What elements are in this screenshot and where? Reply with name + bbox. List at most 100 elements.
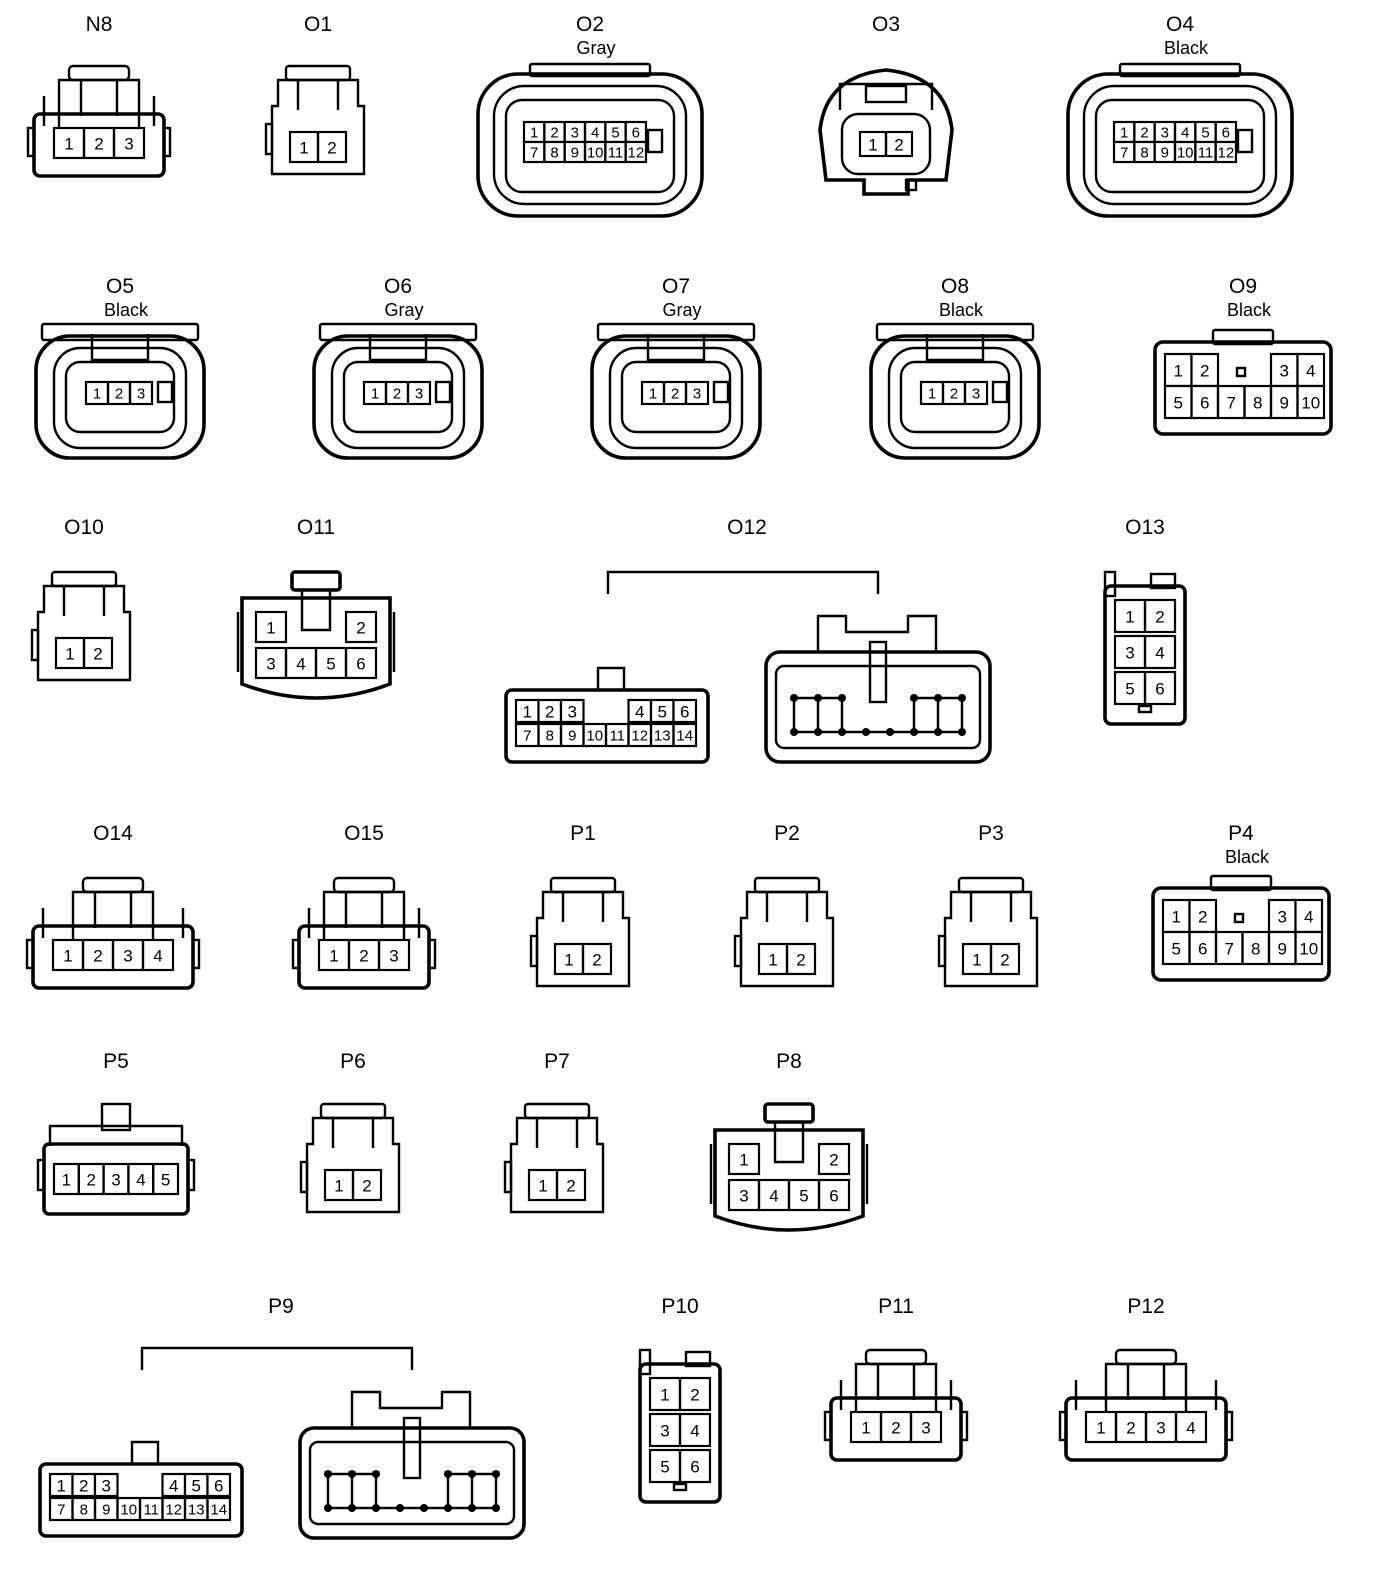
connector-o12-labels: O12 <box>727 516 767 539</box>
pin-number: 7 <box>530 145 538 162</box>
connector-label: P5 <box>103 1050 129 1073</box>
connector-label: O15 <box>344 822 384 845</box>
connector-label: O14 <box>93 822 133 845</box>
pin-number: 10 <box>586 728 603 745</box>
pin-number: 6 <box>1222 125 1230 142</box>
connector-o11-labels: O11 <box>297 516 335 539</box>
pin-number: 2 <box>362 1177 371 1196</box>
pin-number: 2 <box>550 125 558 142</box>
pin-number: 12 <box>631 728 648 745</box>
pin-number: 4 <box>153 947 162 966</box>
connector-p7-labels: P7 <box>544 1050 570 1073</box>
pin-number: 10 <box>1301 394 1320 413</box>
pin-number: 2 <box>894 136 903 155</box>
pin-number: 1 <box>371 386 379 403</box>
pin-number: 7 <box>57 1502 65 1519</box>
pin-number: 6 <box>1198 940 1207 959</box>
pin-number: 12 <box>627 145 644 162</box>
connector-label: P3 <box>978 822 1004 845</box>
connector-o1-labels: O1 <box>304 13 332 36</box>
pin-number: 10 <box>120 1502 137 1519</box>
pin-number: 8 <box>546 728 554 745</box>
pin-number: 11 <box>608 145 624 162</box>
connector-p2-labels: P2 <box>774 822 800 845</box>
pin-number: 4 <box>690 1422 699 1441</box>
pin-number: 10 <box>587 145 604 162</box>
pin-number: 3 <box>972 386 980 403</box>
pin-number: 1 <box>1096 1419 1105 1438</box>
connector-color-label: Black <box>1164 38 1209 58</box>
pin-number: 2 <box>1200 362 1209 381</box>
connector-label: O10 <box>64 516 104 539</box>
connector-label: P11 <box>878 1295 914 1318</box>
connector-p5-labels: P5 <box>103 1050 129 1073</box>
pin-number: 5 <box>611 125 619 142</box>
pin-number: 1 <box>1174 362 1183 381</box>
pin-number: 4 <box>296 655 305 674</box>
pin-number: 9 <box>1278 940 1287 959</box>
pin-number: 3 <box>921 1419 930 1438</box>
connector-label: P9 <box>268 1295 294 1318</box>
pin-number: 1 <box>65 645 74 664</box>
pin-number: 3 <box>123 947 132 966</box>
connector-p11-labels: P11 <box>878 1295 914 1318</box>
connector-label: O9 <box>1229 275 1257 298</box>
connector-o15-labels: O15 <box>344 822 384 845</box>
connector-o13-labels: O13 <box>1125 516 1165 539</box>
pin-number: 3 <box>1278 908 1287 927</box>
connector-label: O7 <box>662 275 690 298</box>
pin-number: 5 <box>660 1458 669 1477</box>
pin-number: 1 <box>530 125 538 142</box>
pin-number: 3 <box>111 1171 120 1190</box>
pin-number: 3 <box>693 386 701 403</box>
pin-number: 1 <box>564 951 573 970</box>
pin-number: 3 <box>739 1187 748 1206</box>
pin-number: 2 <box>891 1419 900 1438</box>
connector-p3-labels: P3 <box>978 822 1004 845</box>
pin-number: 5 <box>1172 940 1181 959</box>
pin-number: 2 <box>566 1177 575 1196</box>
pin-number: 9 <box>568 728 576 745</box>
pin-number: 5 <box>1201 125 1209 142</box>
pin-number: 4 <box>1155 644 1164 663</box>
pin-number: 1 <box>266 619 275 638</box>
pin-number: 3 <box>1125 644 1134 663</box>
pin-number: 6 <box>1200 394 1209 413</box>
pin-number: 5 <box>1125 680 1134 699</box>
pin-number: 3 <box>415 386 423 403</box>
connector-label: P6 <box>340 1050 366 1073</box>
pin-number: 6 <box>356 655 365 674</box>
connector-color-label: Black <box>104 300 149 320</box>
pin-number: 2 <box>1126 1419 1135 1438</box>
pin-number: 1 <box>1120 125 1128 142</box>
connector-label: P8 <box>776 1050 802 1073</box>
pin-number: 5 <box>161 1171 170 1190</box>
pin-number: 6 <box>1155 680 1164 699</box>
pin-number: 2 <box>356 619 365 638</box>
pin-number: 3 <box>1161 125 1169 142</box>
pin-number: 1 <box>739 1151 748 1170</box>
pin-number: 1 <box>928 386 936 403</box>
pin-number: 1 <box>63 947 72 966</box>
connector-label: O13 <box>1125 516 1165 539</box>
pin-number: 1 <box>660 1386 669 1405</box>
connector-label: O6 <box>384 275 412 298</box>
pin-number: 8 <box>1253 394 1262 413</box>
